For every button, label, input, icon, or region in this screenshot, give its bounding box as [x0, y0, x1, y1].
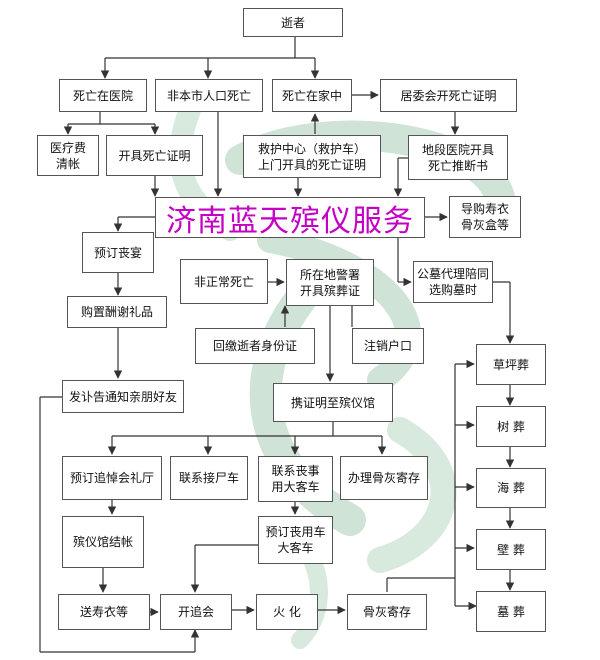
node-checkout: 殡仪馆结帐	[62, 516, 144, 568]
node-cremation: 火 化	[256, 594, 318, 630]
node-medical-bills: 医疗费 清帐	[37, 135, 99, 176]
node-ash-storage: 骨灰寄存	[347, 594, 427, 630]
node-cemetery-agent: 公墓代理陪同 选购墓时	[413, 261, 493, 303]
node-memorial-hall: 预订追悼会礼厅	[62, 456, 162, 500]
node-return-id: 回缴逝者身份证	[195, 328, 315, 364]
node-wall-burial: 壁 葬	[476, 529, 546, 570]
node-police: 所在地警署 开具殡葬证	[286, 259, 374, 306]
node-deceased: 逝者	[243, 8, 343, 37]
node-send-shroud: 送寿衣等	[58, 594, 150, 630]
node-bus: 联系丧事 用大客车	[258, 456, 333, 502]
node-rescue-center: 救护中心（救护车） 上门开具的死亡证明	[243, 135, 381, 178]
node-local-hospital: 地段医院开具 死亡推断书	[408, 135, 508, 180]
banner-title: 济南蓝天殡仪服务	[155, 197, 425, 239]
node-death-hospital: 死亡在医院	[59, 79, 147, 112]
node-sea-burial: 海 葬	[476, 468, 546, 508]
node-to-funeral-home: 携证明至殡仪馆	[273, 383, 393, 422]
node-tomb-burial: 墓 葬	[476, 591, 546, 632]
node-cancel-hukou: 注销户口	[352, 328, 424, 364]
node-banquet: 预订丧宴	[82, 232, 154, 273]
node-gifts: 购置酬谢礼品	[67, 296, 167, 328]
node-memorial: 开追会	[160, 594, 232, 630]
node-obituary: 发讣告通知亲朋好友	[62, 380, 184, 413]
node-unnatural: 非正常死亡	[180, 259, 268, 304]
node-ash-storage-handle: 办理骨灰寄存	[340, 456, 428, 500]
node-shroud-urn: 导购寿衣 骨灰盒等	[449, 196, 521, 238]
node-hearse: 联系接尸车	[170, 456, 248, 500]
node-committee-cert: 居委会开死亡证明	[380, 79, 517, 112]
node-death-home: 死亡在家中	[272, 79, 352, 112]
node-death-cert: 开具死亡证明	[106, 135, 203, 176]
node-lawn-burial: 草坪葬	[476, 344, 546, 385]
node-tree-burial: 树 葬	[476, 406, 546, 447]
node-book-bus: 预订丧用车 大客车	[258, 516, 333, 564]
node-non-local: 非本市人口死亡	[155, 79, 263, 112]
